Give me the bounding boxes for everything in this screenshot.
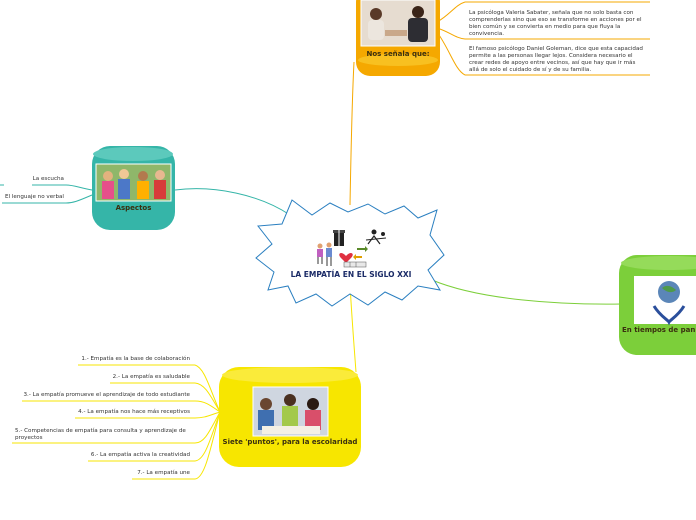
node-siete-puntos-top <box>222 367 358 383</box>
node-aspectos-top <box>93 147 173 161</box>
photo-counseling <box>360 0 436 47</box>
aspectos-item-1: La escucha <box>32 176 64 182</box>
connector-siete-leaf-5 <box>194 411 221 444</box>
connector-nos-leaf-3 <box>436 31 466 76</box>
connector-siete-leaf-7 <box>194 411 221 480</box>
siete-item-5: 5.- Competencias de empatía para consult… <box>15 428 186 441</box>
siete-item-1: 1.- Empatía es la base de colaboración <box>81 356 190 362</box>
node-aspectos[interactable] <box>92 146 175 230</box>
connector-siete-leaf-4 <box>194 411 221 419</box>
central-title: LA EMPATÍA EN EL SIGLO XXI <box>290 270 412 279</box>
arrows-icon <box>353 246 368 260</box>
connector-siete <box>349 284 357 373</box>
central-node[interactable] <box>255 199 445 307</box>
siete-item-2: 2.- La empatía es saludable <box>112 374 190 380</box>
node-siete-puntos-label: Siete 'puntos', para la escolaridad <box>222 438 358 446</box>
connectors <box>0 1 650 480</box>
node-aspectos-label: Aspectos <box>115 204 152 212</box>
node-pandemia-label: En tiempos de pan <box>622 326 696 334</box>
photo-classroom <box>252 386 329 437</box>
central-node-shape <box>255 199 445 307</box>
connector-nos-leaf-1 <box>436 1 466 23</box>
heart-icon <box>339 252 353 263</box>
gift-icon <box>333 228 345 246</box>
photo-children <box>95 163 172 202</box>
node-nos-senala-top <box>358 54 438 66</box>
node-siete-puntos[interactable] <box>219 367 361 467</box>
node-nos-senala[interactable] <box>356 0 440 76</box>
books-icon <box>343 261 367 268</box>
nos-senala-item-2: El famoso psicólogo Daniel Goleman, dice… <box>469 46 643 73</box>
siete-item-7: 7.- La empatía une <box>137 470 190 476</box>
connector-pandemia <box>431 279 623 305</box>
photo-globe-hands <box>634 276 696 326</box>
node-nos-senala-label: Nos señala que: <box>366 50 430 58</box>
connector-siete-leaf-1 <box>194 364 221 413</box>
helping-hands-icon <box>365 229 387 245</box>
connector-nos-senala <box>349 61 355 206</box>
aspectos-item-2: El lenguaje no verbal <box>4 194 64 200</box>
node-pandemia-top <box>621 256 696 270</box>
nos-senala-item-1: La psicóloga Valeria Sabater, señala que… <box>469 10 642 37</box>
connector-nos-leaf-2 <box>436 27 466 40</box>
siete-item-3: 3.- La empatía promueve el aprendizaje d… <box>23 392 191 398</box>
connector-siete-leaf-3 <box>194 400 221 413</box>
empathy-people-icon <box>317 242 332 266</box>
siete-item-4: 4.- La empatía nos hace más receptivos <box>78 409 190 415</box>
connector-siete-leaf-2 <box>194 382 221 413</box>
connector-aspectos-leaf-1 <box>65 184 93 191</box>
connector-aspectos <box>174 188 291 216</box>
node-pandemia[interactable] <box>619 255 696 355</box>
siete-item-6: 6.- La empatía activa la creatividad <box>90 452 190 458</box>
connector-aspectos-leaf-2 <box>65 194 93 204</box>
connector-siete-leaf-6 <box>194 411 221 462</box>
